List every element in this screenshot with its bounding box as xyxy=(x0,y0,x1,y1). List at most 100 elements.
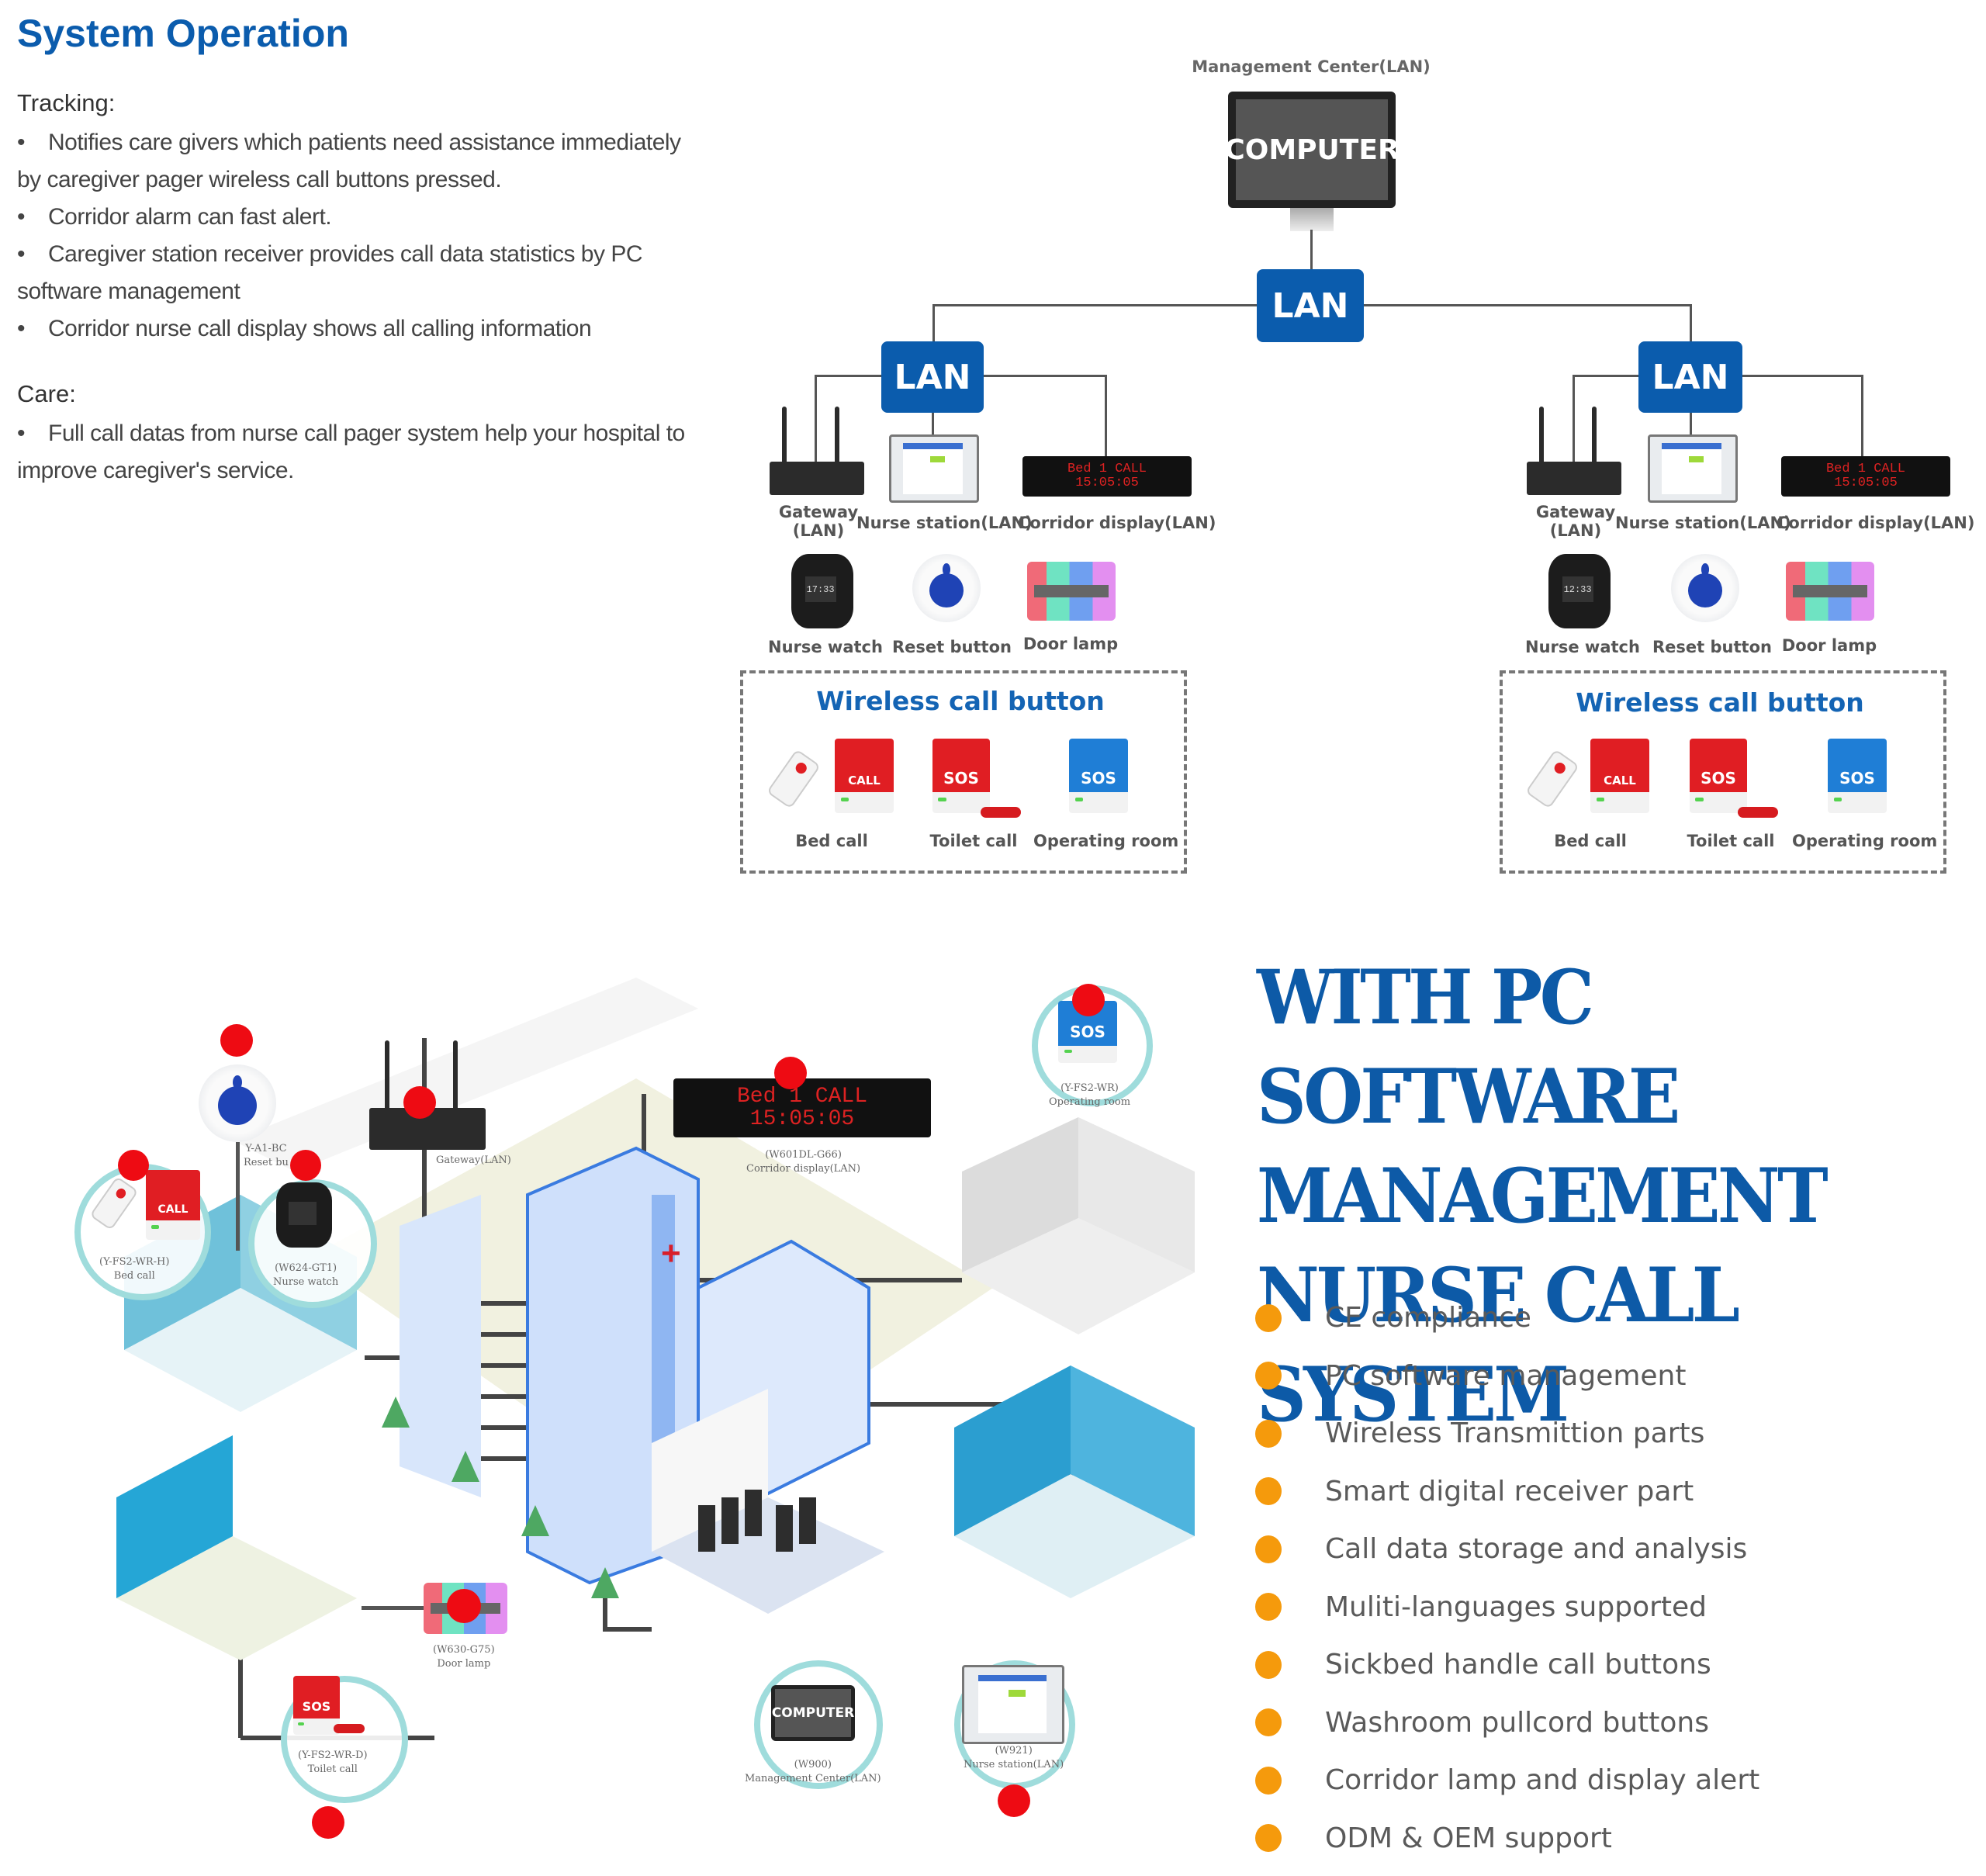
reset-button-icon xyxy=(1671,554,1739,622)
gateway-label: Gateway(LAN) xyxy=(1535,503,1616,540)
feature-text: Washroom pullcord buttons xyxy=(1325,1706,1709,1739)
bullet-icon: • xyxy=(17,316,26,341)
button-face: SOS xyxy=(1828,739,1887,793)
bullet-icon: • xyxy=(17,421,26,446)
door-lamp-label: Door lamp xyxy=(1781,636,1877,655)
feature-bullet-icon xyxy=(1255,1419,1282,1448)
wireless-call-button-group xyxy=(1500,670,1946,874)
illus-bed-call-caption: (Y-FS2-WR-H)Bed call xyxy=(99,1256,170,1282)
feature-text: CE compliance xyxy=(1325,1302,1531,1334)
operating-room-button-icon: SOS xyxy=(1828,739,1887,813)
feature-item: Smart digital receiver part xyxy=(1255,1476,1694,1507)
hospital-scene-graphic: + xyxy=(116,978,1195,1740)
connector-line xyxy=(1573,375,1575,476)
computer-screen-text: COMPUTER xyxy=(1224,99,1400,200)
feature-bullet-icon xyxy=(1255,1303,1282,1332)
tracking-bullet-4: •Corridor nurse call display shows all c… xyxy=(17,310,700,348)
feature-bullet-icon xyxy=(1255,1593,1282,1621)
server-wall xyxy=(652,1389,768,1552)
headline-line-3: NURSE CALL SYSTEM xyxy=(1257,1251,1740,1438)
feature-bullet-icon xyxy=(1255,1766,1282,1795)
headline-line-1: WITH PC SOFTWARE xyxy=(1257,954,1680,1140)
feature-text: Smart digital receiver part xyxy=(1325,1475,1694,1507)
connector-line xyxy=(932,304,935,341)
wireless-call-button-group xyxy=(740,670,1187,874)
feature-bullet-icon xyxy=(1255,1650,1282,1679)
gateway-label: Gateway(LAN) xyxy=(778,503,859,540)
button-face: CALL xyxy=(146,1170,200,1220)
button-face: SOS xyxy=(293,1676,340,1719)
feature-item: Sickbed handle call buttons xyxy=(1255,1649,1711,1680)
wireless-group-title: Wireless call button xyxy=(1576,687,1864,718)
watch-face: 17:33 xyxy=(804,576,836,603)
pullcord-icon xyxy=(1738,807,1778,818)
connector-line xyxy=(1861,375,1863,456)
bullet-text: Caregiver station receiver provides call… xyxy=(48,241,643,267)
feature-bullet-icon xyxy=(1255,1708,1282,1736)
operating-room-label: Operating room xyxy=(1792,832,1938,850)
bullet-icon: • xyxy=(17,130,26,155)
bed-call-button-icon: CALL xyxy=(835,739,894,813)
door-lamp-icon xyxy=(1027,562,1116,621)
button-face: SOS xyxy=(932,739,990,793)
toilet-call-label: Toilet call xyxy=(1687,832,1775,850)
tracking-bullet-2: •Corridor alarm can fast alert. xyxy=(17,199,700,236)
alert-dot xyxy=(290,1150,321,1181)
feature-text: Sickbed handle call buttons xyxy=(1325,1649,1711,1680)
button-face: CALL xyxy=(835,739,894,793)
computer-monitor-icon: COMPUTER xyxy=(1224,92,1400,208)
feature-text: ODM & OEM support xyxy=(1325,1822,1612,1854)
tracking-bullet-3: •Caregiver station receiver provides cal… xyxy=(17,236,700,310)
connector-line xyxy=(1742,375,1863,377)
illus-nurse-station-icon xyxy=(962,1665,1064,1744)
bullet-text: Full call datas from nurse call pager sy… xyxy=(48,421,685,446)
feature-item: Corridor lamp and display alert xyxy=(1255,1764,1759,1796)
toilet-call-button-icon: SOS xyxy=(1690,739,1747,813)
reset-button-label: Reset button xyxy=(1652,638,1772,656)
nurse-station-icon xyxy=(1648,434,1738,503)
connector-line xyxy=(815,375,881,377)
antenna xyxy=(385,1040,389,1119)
care-heading: Care: xyxy=(17,380,76,407)
connector-line xyxy=(1364,304,1691,306)
illus-operating-room-caption: (Y-FS2-WR)Operating room xyxy=(1049,1082,1131,1108)
connector-line xyxy=(362,1606,424,1610)
connector-line xyxy=(815,375,817,476)
nurse-watch-icon: 12:33 xyxy=(1548,554,1611,628)
antenna xyxy=(835,406,839,470)
illus-reset-button-icon xyxy=(199,1064,276,1142)
led-line-2: 15:05:05 xyxy=(1075,476,1139,490)
alert-dot xyxy=(447,1589,481,1623)
feature-bullet-icon xyxy=(1255,1535,1282,1563)
gateway-body xyxy=(1527,461,1621,495)
connector-line xyxy=(236,1142,240,1251)
illus-corridor-display-caption: (W601DL-G66)Corridor display(LAN) xyxy=(746,1149,861,1175)
bullet-text-cont: by caregiver pager wireless call buttons… xyxy=(17,167,502,192)
connector-line xyxy=(1105,375,1107,456)
alert-dot xyxy=(774,1057,807,1089)
watch-face xyxy=(288,1202,317,1225)
illus-gateway-caption: Gateway(LAN) xyxy=(436,1154,511,1166)
illus-toilet-call-button-icon: SOS xyxy=(293,1676,340,1735)
feature-item: PC software management xyxy=(1255,1360,1687,1392)
bullet-icon: • xyxy=(17,204,26,230)
illus-door-lamp-caption: (W630-G75)Door lamp xyxy=(433,1644,495,1670)
illus-computer-icon: COMPUTER xyxy=(771,1685,855,1741)
alert-dot xyxy=(403,1086,436,1119)
operating-room-button-icon: SOS xyxy=(1069,739,1128,813)
led-line-2: 15:05:05 xyxy=(1834,476,1898,490)
antenna xyxy=(453,1040,458,1119)
illus-management-caption: (W900)Management Center(LAN) xyxy=(745,1759,881,1784)
illus-nurse-watch-caption: (W624-GT1)Nurse watch xyxy=(273,1262,339,1288)
or-wall-right xyxy=(1078,1117,1195,1272)
connector-line xyxy=(1690,413,1692,436)
lan-hub-right: LAN xyxy=(1638,341,1742,413)
building-left xyxy=(400,1195,481,1497)
feature-text: Muliti-languages supported xyxy=(1325,1590,1707,1623)
button-face: SOS xyxy=(1690,739,1747,793)
headline: WITH PC SOFTWARE MANAGEMENT NURSE CALL S… xyxy=(1257,948,1928,1445)
antenna xyxy=(1592,406,1597,470)
toilet-call-button-icon: SOS xyxy=(932,739,990,813)
illus-nurse-watch-icon xyxy=(276,1182,332,1248)
